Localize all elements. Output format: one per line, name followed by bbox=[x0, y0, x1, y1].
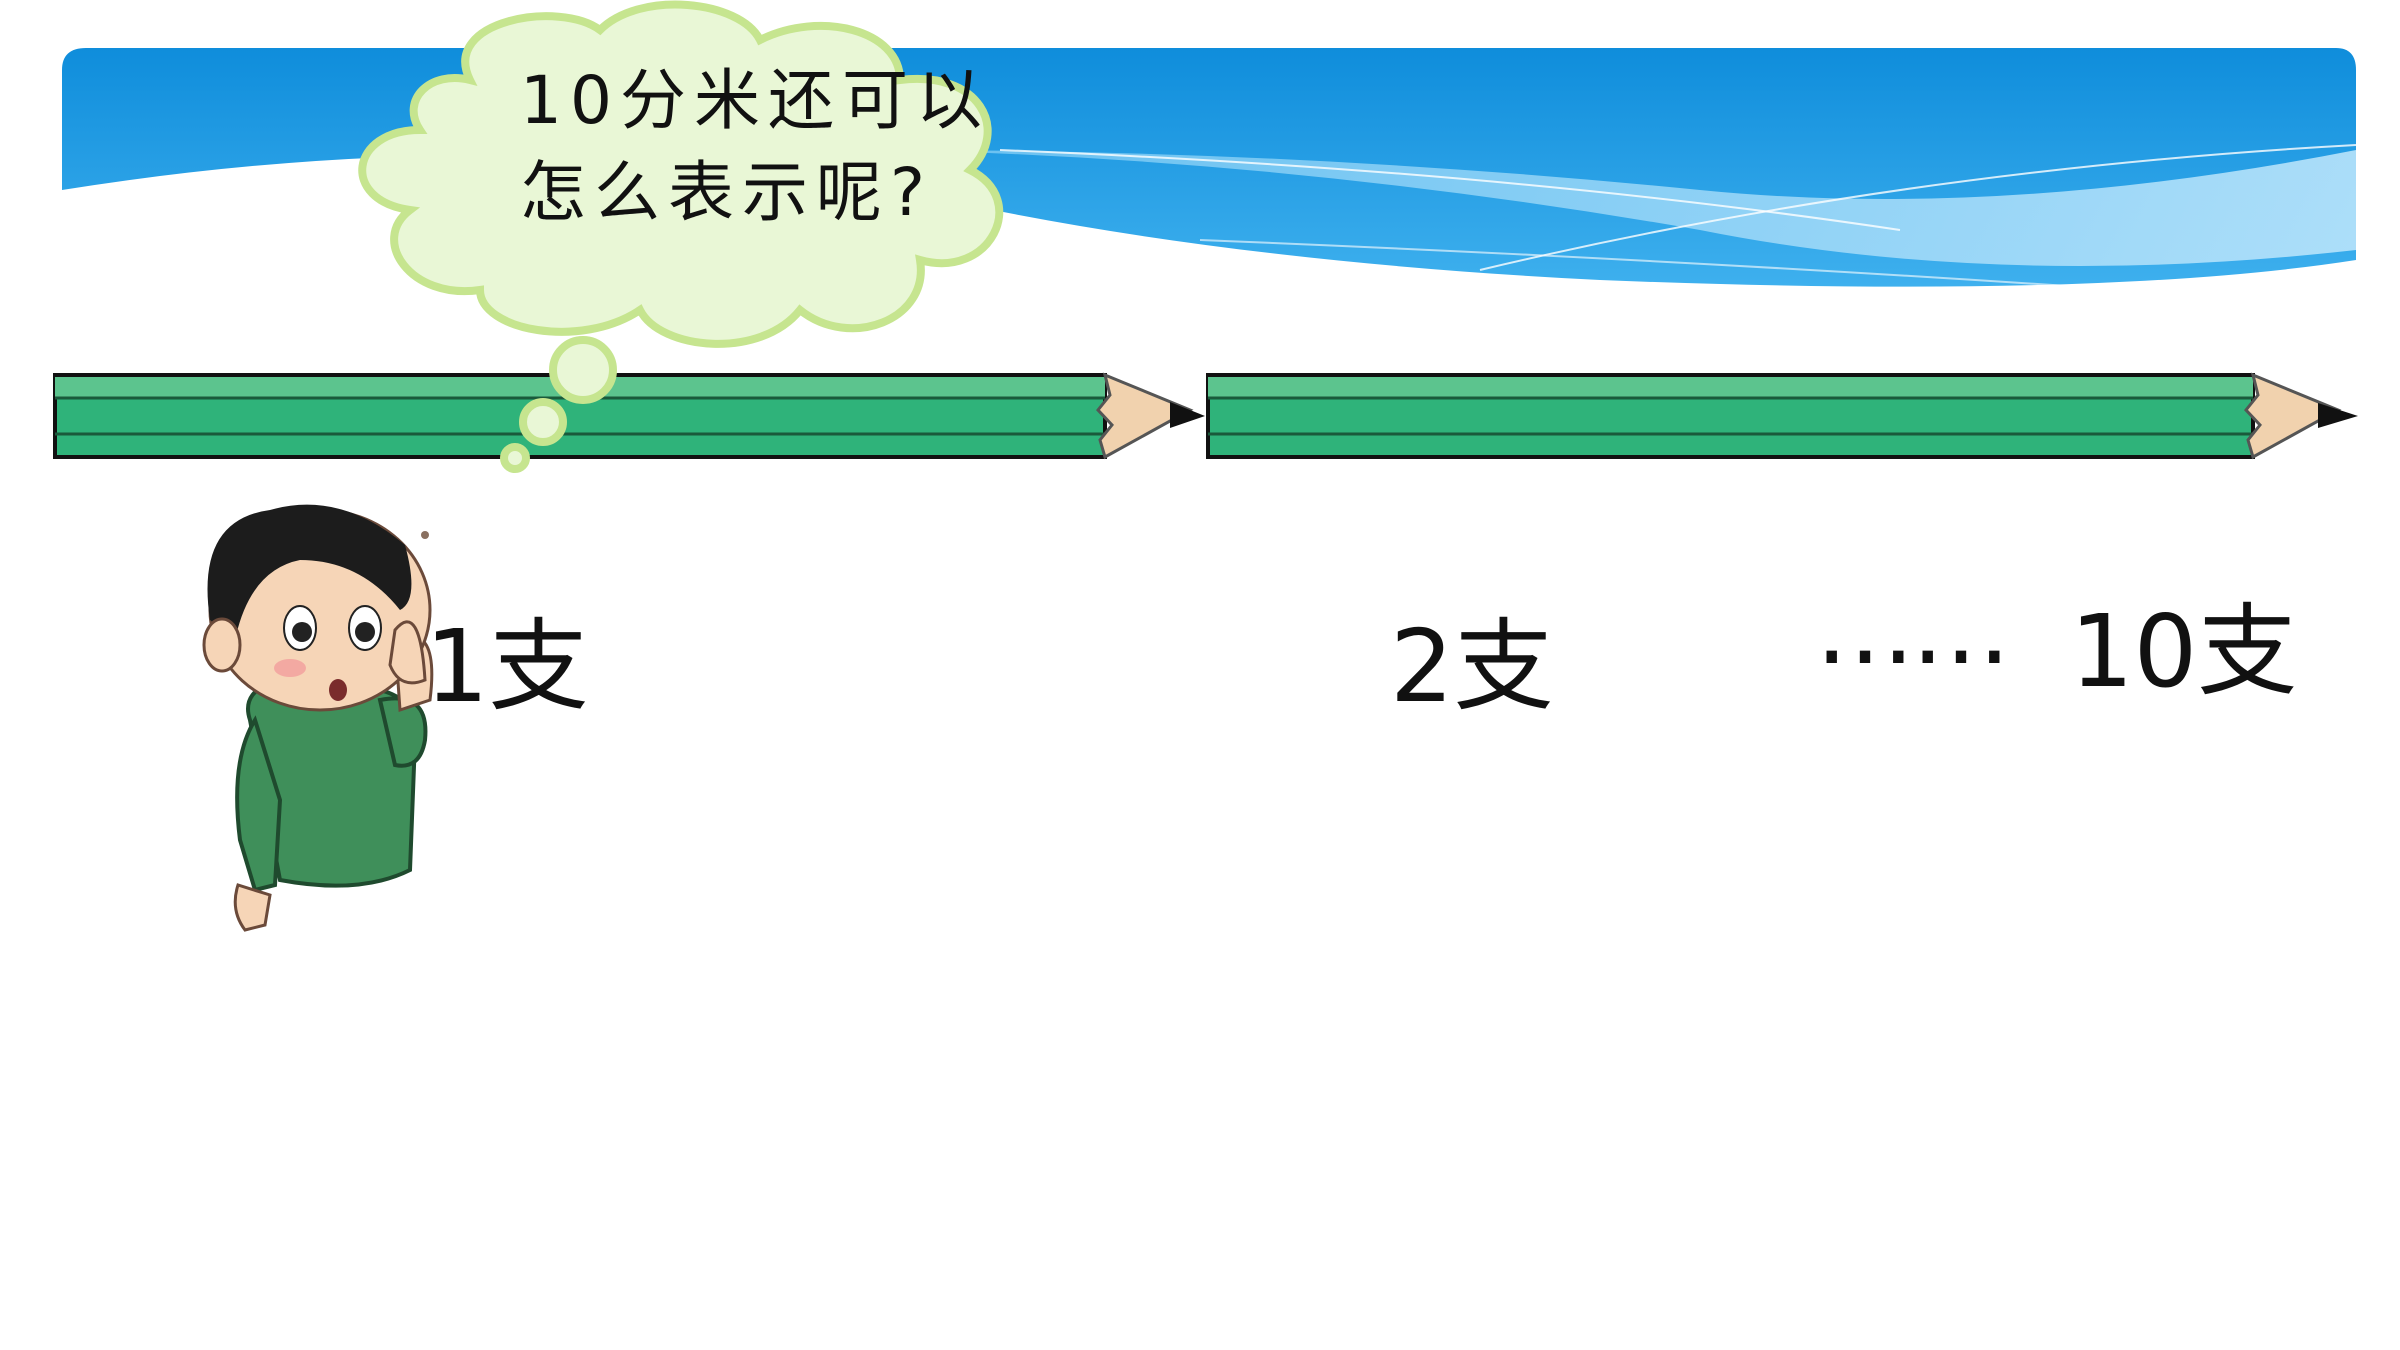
label-ten-pencils: 10支 bbox=[2070, 593, 2298, 710]
thinking-boy-icon bbox=[202, 504, 434, 932]
pencil-2 bbox=[1206, 372, 2358, 460]
speech-bubble-text: 10分米还可以 怎么表示呢? bbox=[520, 55, 1040, 239]
bubble-line-1: 10分米还可以 bbox=[520, 62, 990, 139]
pencil-icon bbox=[53, 372, 2358, 460]
label-ellipsis: …… bbox=[1815, 570, 2011, 687]
bubble-line-2: 怎么表示呢? bbox=[520, 154, 934, 231]
label-one-pencil: 1支 bbox=[425, 608, 589, 725]
label-two-pencils: 2支 bbox=[1390, 608, 1554, 725]
thought-bubble bbox=[358, 0, 1004, 473]
